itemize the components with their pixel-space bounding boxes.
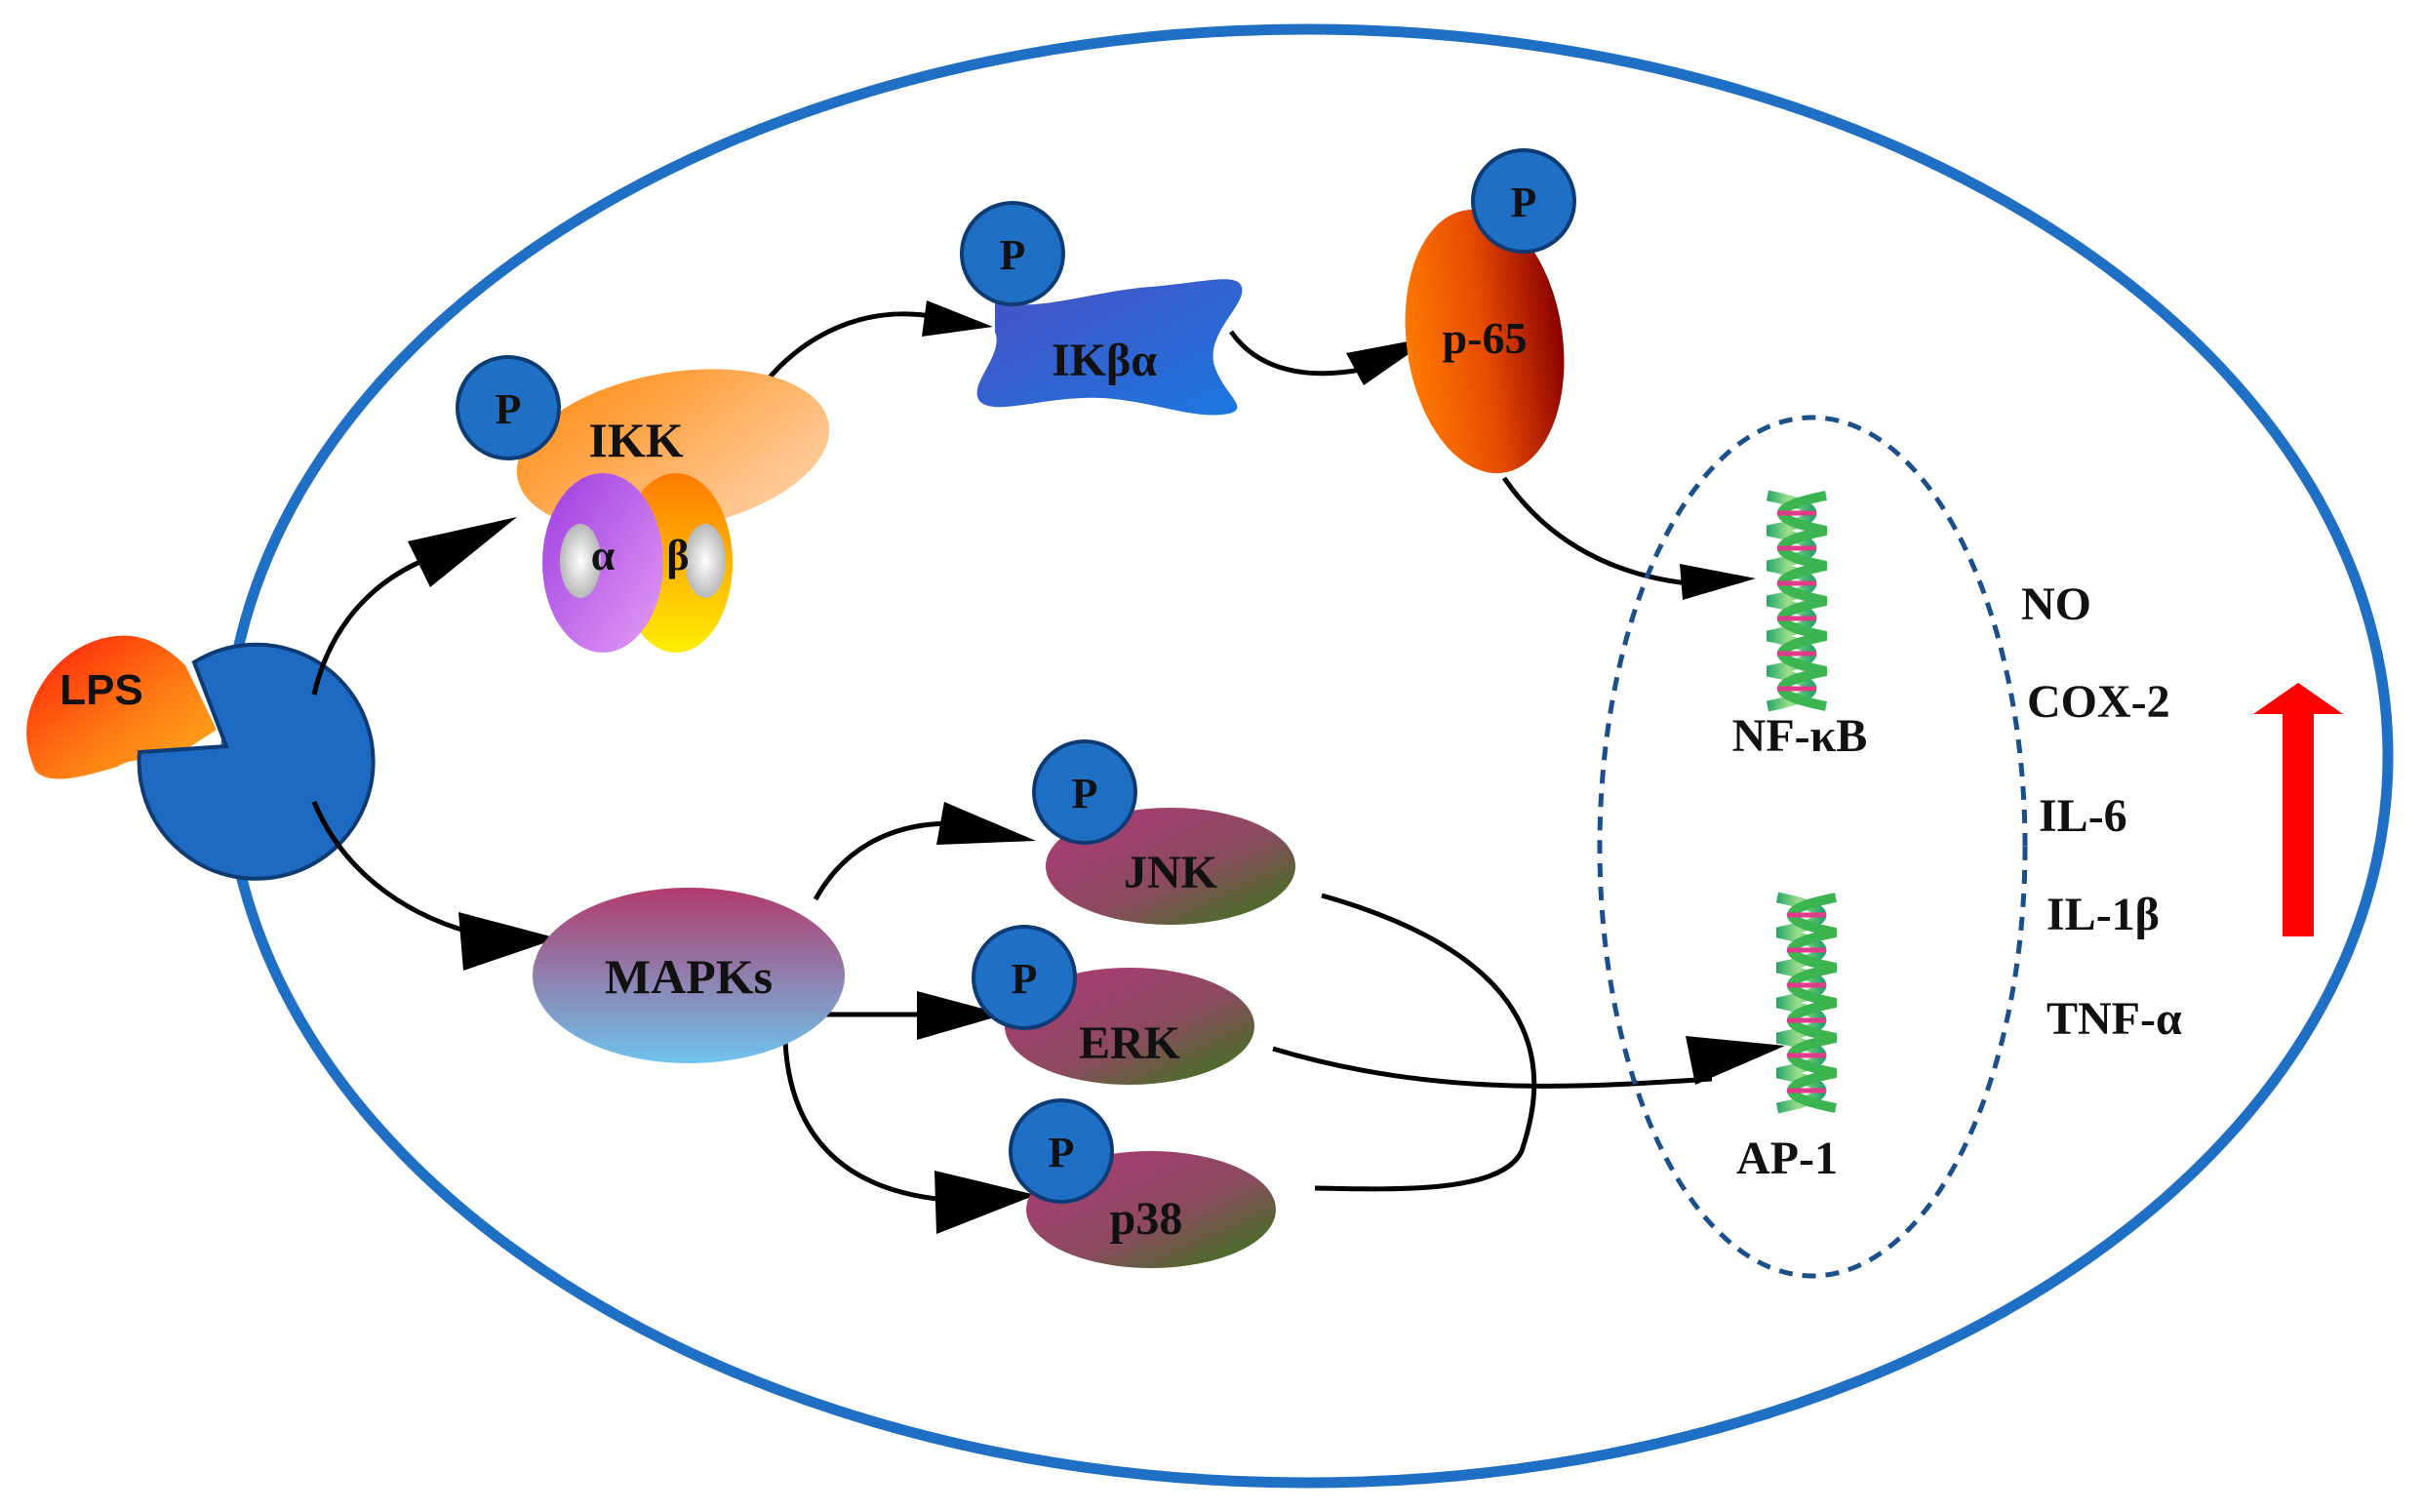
dna-helix-icon bbox=[1775, 892, 1837, 1114]
phospho-erk: P bbox=[972, 925, 1077, 1030]
erk-label: ERK bbox=[1079, 1017, 1180, 1069]
mapks-protein: MAPKs bbox=[533, 888, 845, 1063]
phospho-ikba: P bbox=[960, 201, 1065, 306]
arrow-mapks-to-p38 bbox=[782, 1041, 947, 1203]
output-no: NO bbox=[2021, 578, 2091, 630]
p38-label: p38 bbox=[1110, 1193, 1183, 1245]
svg-text:P: P bbox=[496, 385, 522, 433]
arrow-mapks-to-p38-head bbox=[934, 1171, 1036, 1234]
lps-molecule: LPS bbox=[26, 635, 217, 779]
ikk-label: IKK bbox=[588, 413, 683, 467]
svg-text:P: P bbox=[1000, 231, 1026, 279]
mapks-label: MAPKs bbox=[605, 949, 773, 1004]
ikba-label: IKβα bbox=[1052, 335, 1157, 386]
up-arrow-icon bbox=[2253, 683, 2343, 936]
arrow-erk-to-ap1-head bbox=[1686, 1036, 1785, 1085]
arrow-receptor-to-ikk bbox=[311, 555, 430, 696]
arrow-receptor-to-mapks-head bbox=[458, 912, 558, 971]
nfkb-label: NF-κB bbox=[1732, 710, 1868, 762]
tlr4-receptor bbox=[137, 642, 376, 881]
output-il6: IL-6 bbox=[2039, 790, 2127, 842]
dna-helix-icon bbox=[1766, 490, 1827, 712]
svg-text:P: P bbox=[1049, 1129, 1075, 1176]
arrow-p65-to-nfkb-head bbox=[1680, 564, 1756, 600]
ikba-protein: IKβα P bbox=[960, 201, 1243, 416]
svg-text:P: P bbox=[1012, 955, 1038, 1003]
p65-protein: p-65 P bbox=[1405, 148, 1576, 474]
output-cox2: COX-2 bbox=[2027, 676, 2170, 728]
p38-protein: p38 P bbox=[1009, 1098, 1276, 1268]
output-tnfa: TNF-α bbox=[2046, 993, 2182, 1045]
ikk-alpha-subunit bbox=[542, 473, 663, 653]
p65-label: p-65 bbox=[1443, 313, 1528, 363]
phospho-jnk: P bbox=[1032, 739, 1137, 845]
ikk-complex: IKK α β P bbox=[456, 355, 830, 653]
cell-membrane bbox=[220, 23, 2394, 1489]
alpha-label: α bbox=[591, 532, 616, 579]
arrow-ikk-to-ikba-head bbox=[922, 300, 993, 337]
arrow-erk-to-ap1 bbox=[1272, 1046, 1713, 1089]
arrow-mapks-to-erk-head bbox=[917, 991, 1005, 1040]
arrow-ikba-to-p65 bbox=[1228, 330, 1367, 377]
beta-label: β bbox=[666, 532, 689, 579]
phospho-ikk: P bbox=[456, 355, 561, 460]
erk-protein: ERK P bbox=[972, 925, 1254, 1085]
svg-text:P: P bbox=[1511, 179, 1537, 226]
jnk-protein: JNK P bbox=[1032, 739, 1295, 925]
arrow-p65-to-nfkb bbox=[1501, 476, 1689, 586]
arrow-receptor-to-ikk-head bbox=[408, 517, 517, 587]
arrow-receptor-to-mapks bbox=[311, 801, 469, 935]
lps-label: LPS bbox=[60, 666, 143, 714]
phospho-p38: P bbox=[1009, 1098, 1114, 1204]
ap1-label: AP-1 bbox=[1736, 1133, 1838, 1184]
svg-text:P: P bbox=[1072, 770, 1098, 817]
output-il1b: IL-1β bbox=[2046, 889, 2160, 940]
arrow-jnk-p38-to-ap1 bbox=[1314, 893, 1537, 1192]
nucleus bbox=[1597, 415, 2028, 1279]
arrow-mapks-to-jnk-head bbox=[936, 802, 1036, 845]
phospho-p65: P bbox=[1471, 148, 1576, 254]
jnk-label: JNK bbox=[1124, 847, 1217, 898]
